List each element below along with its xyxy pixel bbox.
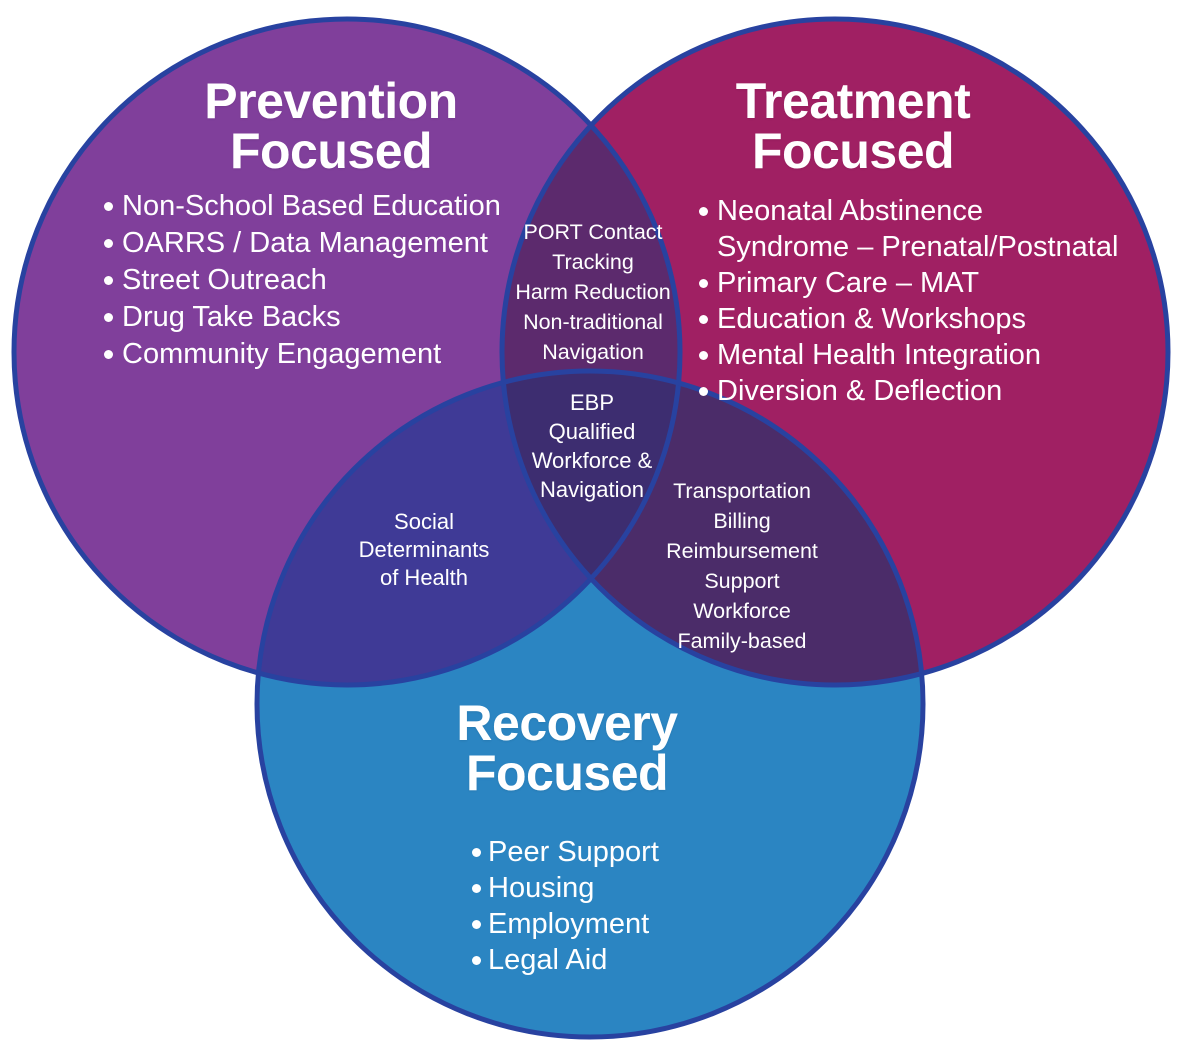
overlap-item: Qualified Workforce & Navigation xyxy=(531,419,653,502)
treatment-title: Treatment Focused xyxy=(735,73,971,179)
list-item-label: Primary Care – MAT xyxy=(717,267,980,299)
overlap-item: Reimbursement xyxy=(666,539,818,563)
overlap-item: Support xyxy=(704,569,780,593)
prevention-circle-outline xyxy=(11,16,683,688)
list-item-label: OARRS / Data Management xyxy=(122,227,488,259)
list-item-label: Employment xyxy=(488,908,650,940)
bullet-icon xyxy=(472,884,481,893)
bullet-icon xyxy=(472,848,481,857)
list-item-label: Peer Support xyxy=(488,836,659,868)
list-item-label: Legal Aid xyxy=(488,944,608,976)
bullet-icon xyxy=(104,202,113,211)
list-item-label: Education & Workshops xyxy=(717,303,1026,335)
list-item: Mental Health Integration xyxy=(698,337,1118,373)
bullet-icon xyxy=(699,279,708,288)
overlap-item: Harm Reduction xyxy=(515,280,671,304)
overlap-item: EBP xyxy=(569,390,615,415)
bullet-icon xyxy=(472,920,481,929)
treatment-circle-outline xyxy=(499,16,1171,688)
recovery-circle-outline xyxy=(254,368,926,1040)
list-item: Community Engagement xyxy=(100,336,501,373)
treatment-title-line-2: Focused xyxy=(751,123,955,179)
bullet-icon xyxy=(699,351,708,360)
overlap-item: Social Determinants of Health xyxy=(358,509,490,590)
list-item: Legal Aid xyxy=(468,942,659,978)
recovery-title-line-2: Focused xyxy=(465,745,669,801)
treatment-recovery-overlap-shape xyxy=(502,371,923,685)
prevention-title-line-1: Prevention xyxy=(204,73,458,129)
overlap-item: Transportation xyxy=(673,479,811,503)
overlap-item: PORT Contact Tracking xyxy=(523,220,663,274)
list-item-label: Neonatal Abstinence Syndrome – Prenatal/… xyxy=(717,195,1119,263)
bullet-icon xyxy=(699,207,708,216)
center-overlap-text: EBP Qualified Workforce & Navigation xyxy=(532,388,653,504)
list-item: Education & Workshops xyxy=(698,301,1118,337)
overlap-item: Workforce xyxy=(693,599,791,623)
overlap-item: Family-based xyxy=(677,629,807,653)
overlap-item: Billing xyxy=(713,509,771,533)
list-item-label: Housing xyxy=(488,872,595,904)
bullet-icon xyxy=(472,956,481,965)
prevention-title-line-2: Focused xyxy=(229,123,433,179)
recovery-list: Peer Support Housing Employment Legal Ai… xyxy=(468,834,659,978)
recovery-title-line-1: Recovery xyxy=(456,695,678,751)
prevention-treatment-overlap-text: PORT Contact Tracking Harm Reduction Non… xyxy=(515,217,670,367)
bullet-icon xyxy=(699,387,708,396)
list-item: Street Outreach xyxy=(100,262,501,299)
list-item-label: Community Engagement xyxy=(122,338,442,370)
bullet-icon xyxy=(699,315,708,324)
prevention-title: Prevention Focused xyxy=(204,73,458,179)
treatment-recovery-overlap-text: Transportation Billing Reimbursement Sup… xyxy=(666,476,818,656)
bullet-icon xyxy=(104,239,113,248)
overlap-item: Non-traditional Navigation xyxy=(523,310,663,364)
list-item: Housing xyxy=(468,870,659,906)
bullet-icon xyxy=(104,313,113,322)
bullet-icon xyxy=(104,276,113,285)
prevention-recovery-overlap-shape xyxy=(257,371,680,685)
treatment-title-line-1: Treatment xyxy=(735,73,971,129)
prevention-recovery-overlap-text: Social Determinants of Health xyxy=(359,508,490,592)
list-item-label: Non-School Based Education xyxy=(122,190,501,222)
treatment-list: Neonatal Abstinence Syndrome – Prenatal/… xyxy=(698,193,1118,409)
list-item: Diversion & Deflection xyxy=(698,373,1118,409)
list-item: Drug Take Backs xyxy=(100,299,501,336)
list-item: OARRS / Data Management xyxy=(100,225,501,262)
list-item: Neonatal Abstinence Syndrome – Prenatal/… xyxy=(698,193,1118,265)
list-item: Primary Care – MAT xyxy=(698,265,1118,301)
list-item: Peer Support xyxy=(468,834,659,870)
bullet-icon xyxy=(104,350,113,359)
list-item-label: Mental Health Integration xyxy=(717,339,1042,371)
list-item-label: Street Outreach xyxy=(122,264,327,296)
recovery-title: Recovery Focused xyxy=(456,695,678,801)
list-item-label: Diversion & Deflection xyxy=(717,375,1003,407)
list-item: Non-School Based Education xyxy=(100,188,501,225)
list-item-label: Drug Take Backs xyxy=(122,301,341,333)
prevention-list: Non-School Based Education OARRS / Data … xyxy=(100,188,501,373)
list-item: Employment xyxy=(468,906,659,942)
